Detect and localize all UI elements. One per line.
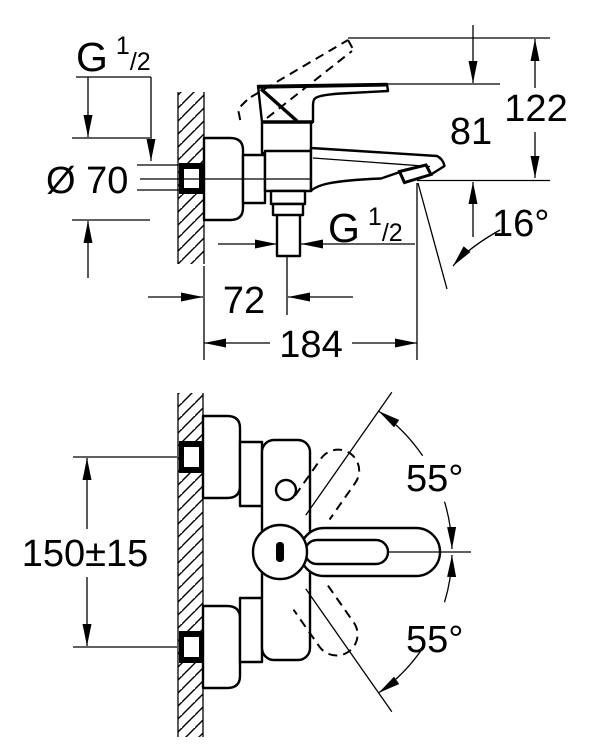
outlet-thread-sup: 1 — [368, 203, 382, 231]
front-view: 150±15 55° 55° — [22, 391, 471, 737]
dimension-projection: 184 — [203, 266, 417, 366]
dim-outlet-distance: 72 — [223, 280, 265, 322]
dimension-height-122: 122 — [504, 39, 568, 178]
dim-swing-up: 55° — [406, 458, 463, 500]
lever-handle — [256, 82, 390, 124]
shower-outlet-pipe — [275, 215, 302, 258]
dim-swing-down: 55° — [406, 619, 463, 661]
aerator — [397, 163, 434, 185]
lever-dashed-down — [292, 585, 359, 657]
annotation-spout-angle: 16° — [416, 182, 549, 360]
spout — [309, 146, 446, 193]
dimension-outlet-distance: 72 — [148, 257, 353, 322]
inlet-fitting-bottom — [179, 631, 203, 663]
dim-projection: 184 — [279, 324, 342, 366]
lever-dashed-up — [294, 448, 361, 521]
escutcheon-top — [201, 414, 242, 500]
inlet-thread-main: G — [76, 34, 108, 80]
supply-pipe — [137, 164, 179, 191]
axis-line — [140, 178, 550, 182]
union-bottom — [238, 596, 264, 664]
inlet-fitting-top — [179, 441, 203, 473]
dim-inlet-spacing: 150±15 — [22, 533, 149, 575]
outlet-thread-main: G — [328, 205, 360, 251]
dimension-swing-up: 55° — [305, 391, 463, 550]
mixer-body — [263, 149, 313, 193]
dimension-height-81: 81 — [450, 25, 492, 237]
dimension-swing-down: 55° — [305, 554, 463, 713]
cartridge-housing — [260, 120, 313, 155]
temperature-ring — [274, 478, 298, 502]
dimension-escutcheon-diameter: Ø 70 — [46, 137, 150, 278]
escutcheon-bottom — [201, 604, 242, 690]
union-top — [238, 440, 264, 508]
lever-raised-dashed — [236, 39, 354, 125]
dim-escutcheon-diameter: Ø 70 — [46, 160, 128, 202]
inlet-thread-den: /2 — [130, 48, 151, 76]
dim-height-spout-handle: 81 — [450, 111, 492, 153]
dimension-inlet-spacing: 150±15 — [22, 456, 177, 648]
pivot-slot — [276, 542, 284, 562]
dim-height-max: 122 — [504, 88, 567, 130]
dim-spout-angle: 16° — [492, 203, 549, 245]
outlet-thread-den: /2 — [382, 219, 403, 247]
body-step — [269, 189, 307, 206]
inlet-thread-sup: 1 — [116, 32, 130, 60]
outlet-collar — [271, 202, 305, 217]
